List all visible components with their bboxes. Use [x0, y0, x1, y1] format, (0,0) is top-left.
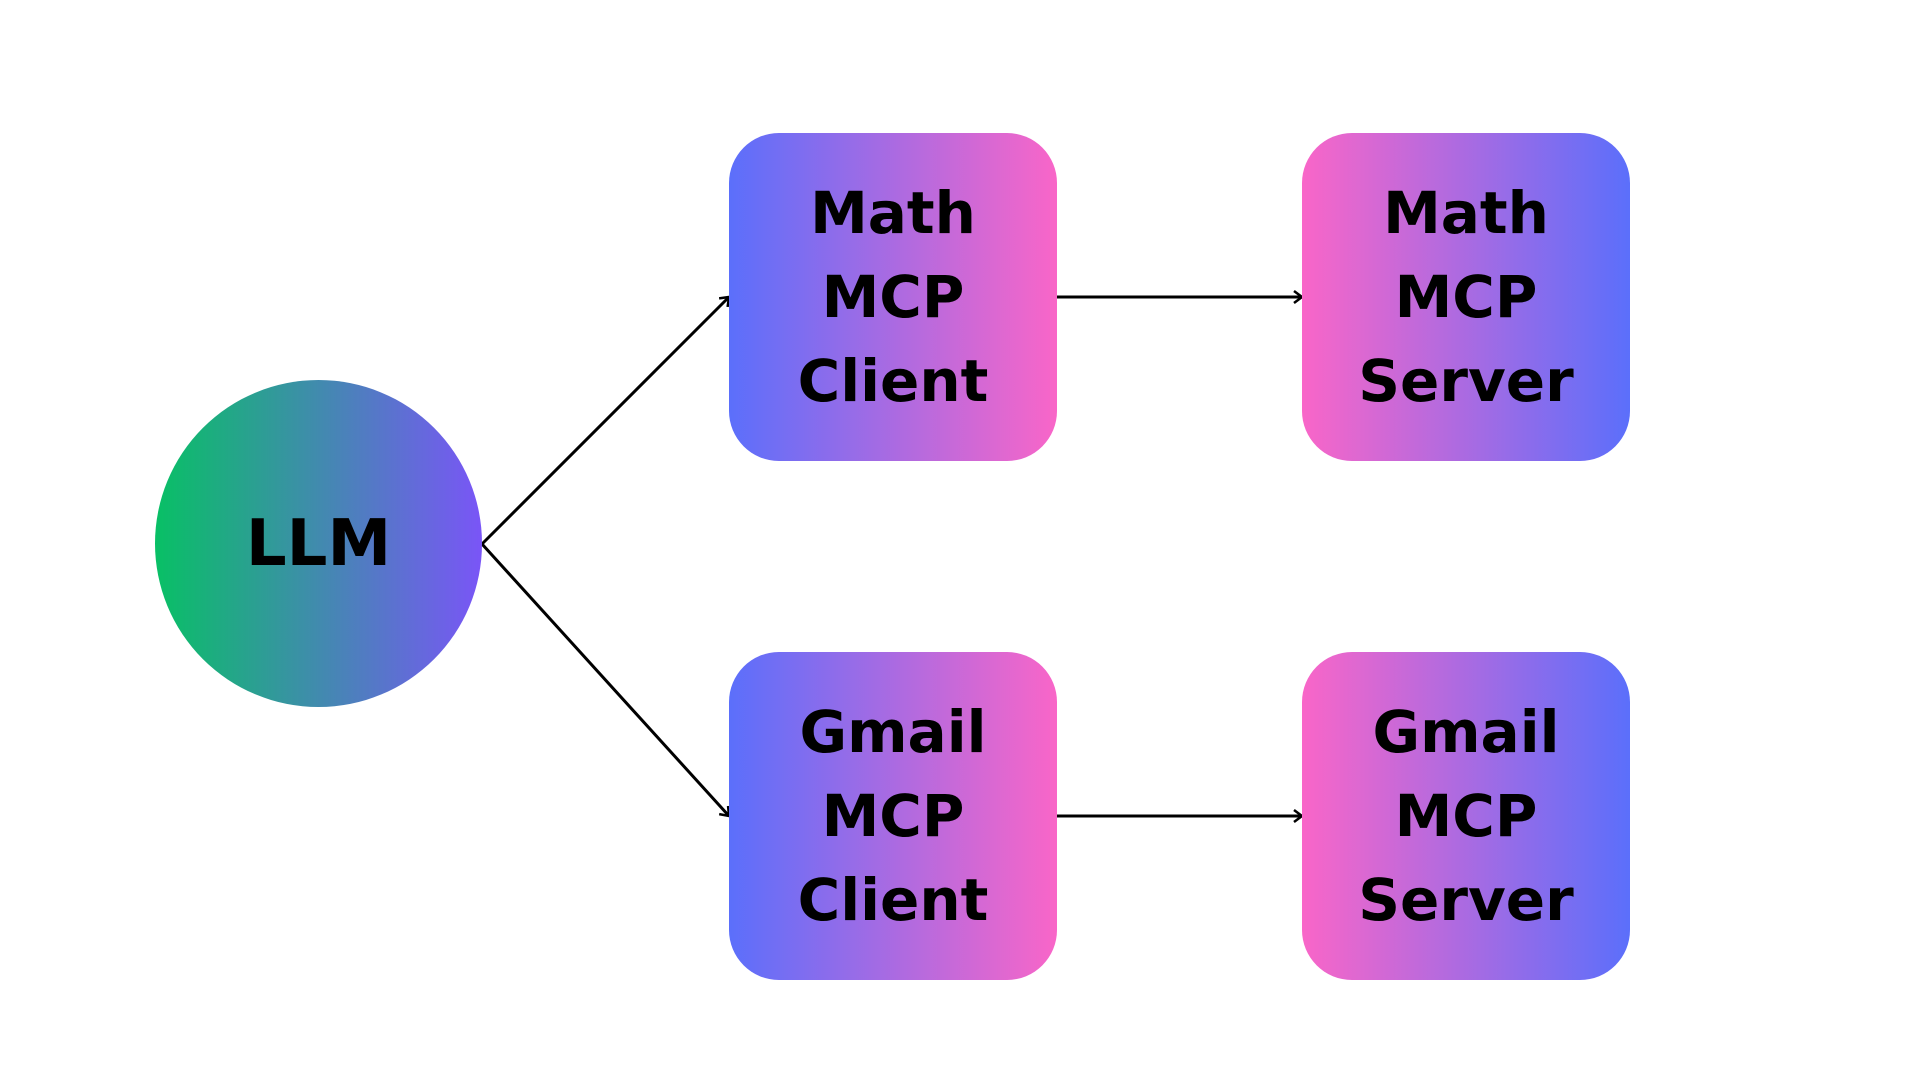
node-label-line: Client	[797, 866, 989, 934]
node-label-line: Server	[1358, 347, 1574, 415]
node-label-line: MCP	[821, 263, 965, 331]
node-llm-label: LLM	[245, 506, 392, 581]
node-label-line: Server	[1358, 866, 1574, 934]
edge-llm-to-math-client	[480, 295, 731, 546]
node-label-line: MCP	[821, 782, 965, 850]
node-gmail-mcp-server: Gmail MCP Server	[1302, 652, 1630, 980]
node-label-line: MCP	[1394, 782, 1538, 850]
node-math-mcp-server: Math MCP Server	[1302, 133, 1630, 461]
node-label-line: Gmail	[799, 698, 987, 766]
node-label-line: MCP	[1394, 263, 1538, 331]
node-math-mcp-client: Math MCP Client	[729, 133, 1057, 461]
node-label-line: Gmail	[1372, 698, 1560, 766]
node-gmail-mcp-client: Gmail MCP Client	[729, 652, 1057, 980]
node-label-line: Math	[1383, 179, 1549, 247]
node-llm: LLM	[155, 380, 482, 707]
edge-llm-to-gmail-client	[480, 542, 731, 818]
node-label-line: Client	[797, 347, 989, 415]
node-label-line: Math	[810, 179, 976, 247]
